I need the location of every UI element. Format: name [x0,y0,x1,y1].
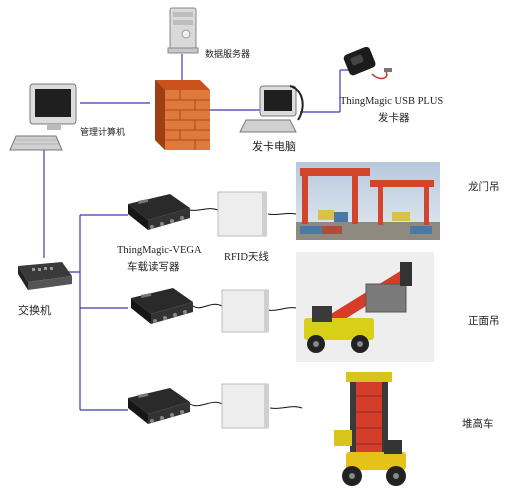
network-links [43,54,350,411]
cable-antenna2-crane [267,307,297,311]
stacker-label: 堆高车 [462,418,494,430]
vega-reader-icon [128,388,190,424]
monitor-icon [9,83,77,151]
firewall-icon [155,80,210,150]
switch-icon [18,262,72,290]
usb-reader-icon [343,46,392,80]
vega-label-line2: 车载读写器 [127,261,180,273]
data-server-label: 数据服务器 [205,50,251,60]
front-crane-label: 正面吊 [468,315,500,327]
cable-antenna1-crane [267,212,297,216]
admin-pc-label: 管理计算机 [80,128,126,138]
server-icon [167,7,199,54]
rfid-antenna-icon [221,289,269,333]
rfid-antenna-icon [217,191,267,237]
gantry-crane-label: 龙门吊 [468,181,500,193]
rfid-antenna-icon [221,383,269,429]
antenna-cables [189,208,303,409]
gantry-crane-photo [296,162,440,240]
cable-vega1-antenna [189,208,219,211]
vega-label-line1: ThingMagic-VEGA [117,245,202,256]
card-pc-label: 发卡电脑 [252,140,296,153]
container-handler-photo [334,372,406,486]
usb-plus-label-line1: ThingMagic USB PLUS [340,96,444,107]
cable-antenna3-crane [269,406,303,409]
reach-stacker-photo [296,252,434,362]
vega-reader-icon [128,194,190,230]
vega-reader-icon [131,288,193,324]
cable-vega2-antenna [192,303,223,309]
usb-plus-label-line2: 发卡器 [378,112,410,124]
laptop-monitor-icon [239,85,304,133]
cable-vega3-antenna [189,401,223,407]
switch-label: 交换机 [18,304,51,317]
rfid-antenna-label: RFID天线 [224,252,269,263]
